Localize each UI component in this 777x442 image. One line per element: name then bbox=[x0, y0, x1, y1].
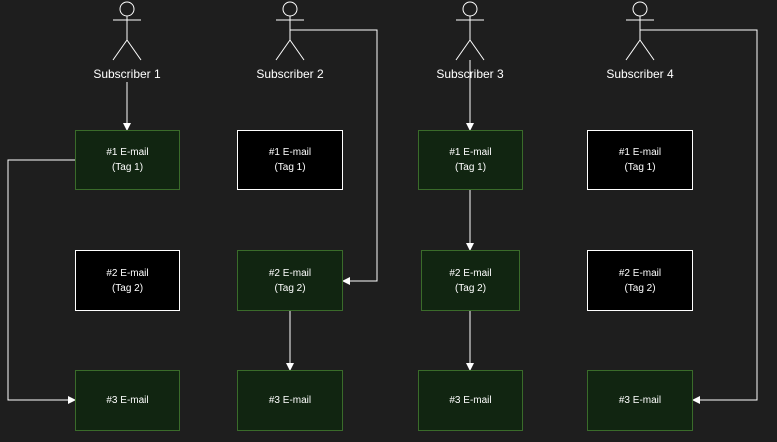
email-tag: (Tag 1) bbox=[111, 162, 144, 173]
email-title: #3 E-mail bbox=[106, 395, 149, 406]
s1-email2-box: #2 E-mail (Tag 2) bbox=[75, 250, 180, 311]
s2-email3-box: #3 E-mail bbox=[237, 370, 343, 431]
email-title: #3 E-mail bbox=[618, 395, 662, 406]
email-title: #1 E-mail bbox=[268, 147, 312, 158]
email-tag: (Tag 2) bbox=[454, 282, 487, 294]
email-title: #1 E-mail bbox=[106, 147, 149, 158]
email-tag: (Tag 2) bbox=[274, 282, 306, 294]
connector-s1-email1-to-email3 bbox=[7, 159, 76, 404]
subscriber-3-actor-icon bbox=[455, 1, 485, 61]
s4-email3-box: #3 E-mail bbox=[587, 370, 693, 431]
s3-email1-box: #1 E-mail (Tag 1) bbox=[418, 130, 523, 190]
email-tag: (Tag 2) bbox=[111, 282, 144, 294]
connector-s2-to-email2 bbox=[290, 29, 378, 285]
subscriber-1-label: Subscriber 1 bbox=[93, 67, 161, 81]
email-title: #2 E-mail bbox=[268, 267, 312, 279]
email-tag: (Tag 1) bbox=[624, 162, 656, 173]
s3-email3-box: #3 E-mail bbox=[418, 370, 523, 431]
email-title: #1 E-mail bbox=[618, 147, 662, 158]
s2-email2-box: #2 E-mail (Tag 2) bbox=[237, 250, 343, 311]
s3-email2-box: #2 E-mail (Tag 2) bbox=[421, 250, 520, 311]
s2-email1-box: #1 E-mail (Tag 1) bbox=[237, 130, 343, 190]
email-title: #3 E-mail bbox=[268, 395, 312, 406]
s4-email1-box: #1 E-mail (Tag 1) bbox=[587, 130, 693, 190]
subscriber-1-actor-icon bbox=[112, 1, 142, 61]
s1-email3-box: #3 E-mail bbox=[75, 370, 180, 431]
email-title: #2 E-mail bbox=[449, 267, 492, 279]
subscriber-4-actor-icon bbox=[625, 1, 655, 61]
email-title: #1 E-mail bbox=[449, 147, 492, 158]
email-tag: (Tag 1) bbox=[454, 162, 487, 173]
subscriber-3-label: Subscriber 3 bbox=[436, 67, 504, 81]
email-tag: (Tag 1) bbox=[274, 162, 306, 173]
email-tag: (Tag 2) bbox=[624, 282, 656, 294]
s1-email1-box: #1 E-mail (Tag 1) bbox=[75, 130, 180, 190]
subscriber-2-label: Subscriber 2 bbox=[256, 67, 324, 81]
subscriber-2-actor-icon bbox=[275, 1, 305, 61]
email-title: #3 E-mail bbox=[449, 395, 492, 406]
email-title: #2 E-mail bbox=[618, 267, 662, 279]
s4-email2-box: #2 E-mail (Tag 2) bbox=[587, 250, 693, 311]
connector-s4-to-email3 bbox=[640, 29, 758, 404]
email-title: #2 E-mail bbox=[106, 267, 149, 279]
subscriber-4-label: Subscriber 4 bbox=[606, 67, 674, 81]
